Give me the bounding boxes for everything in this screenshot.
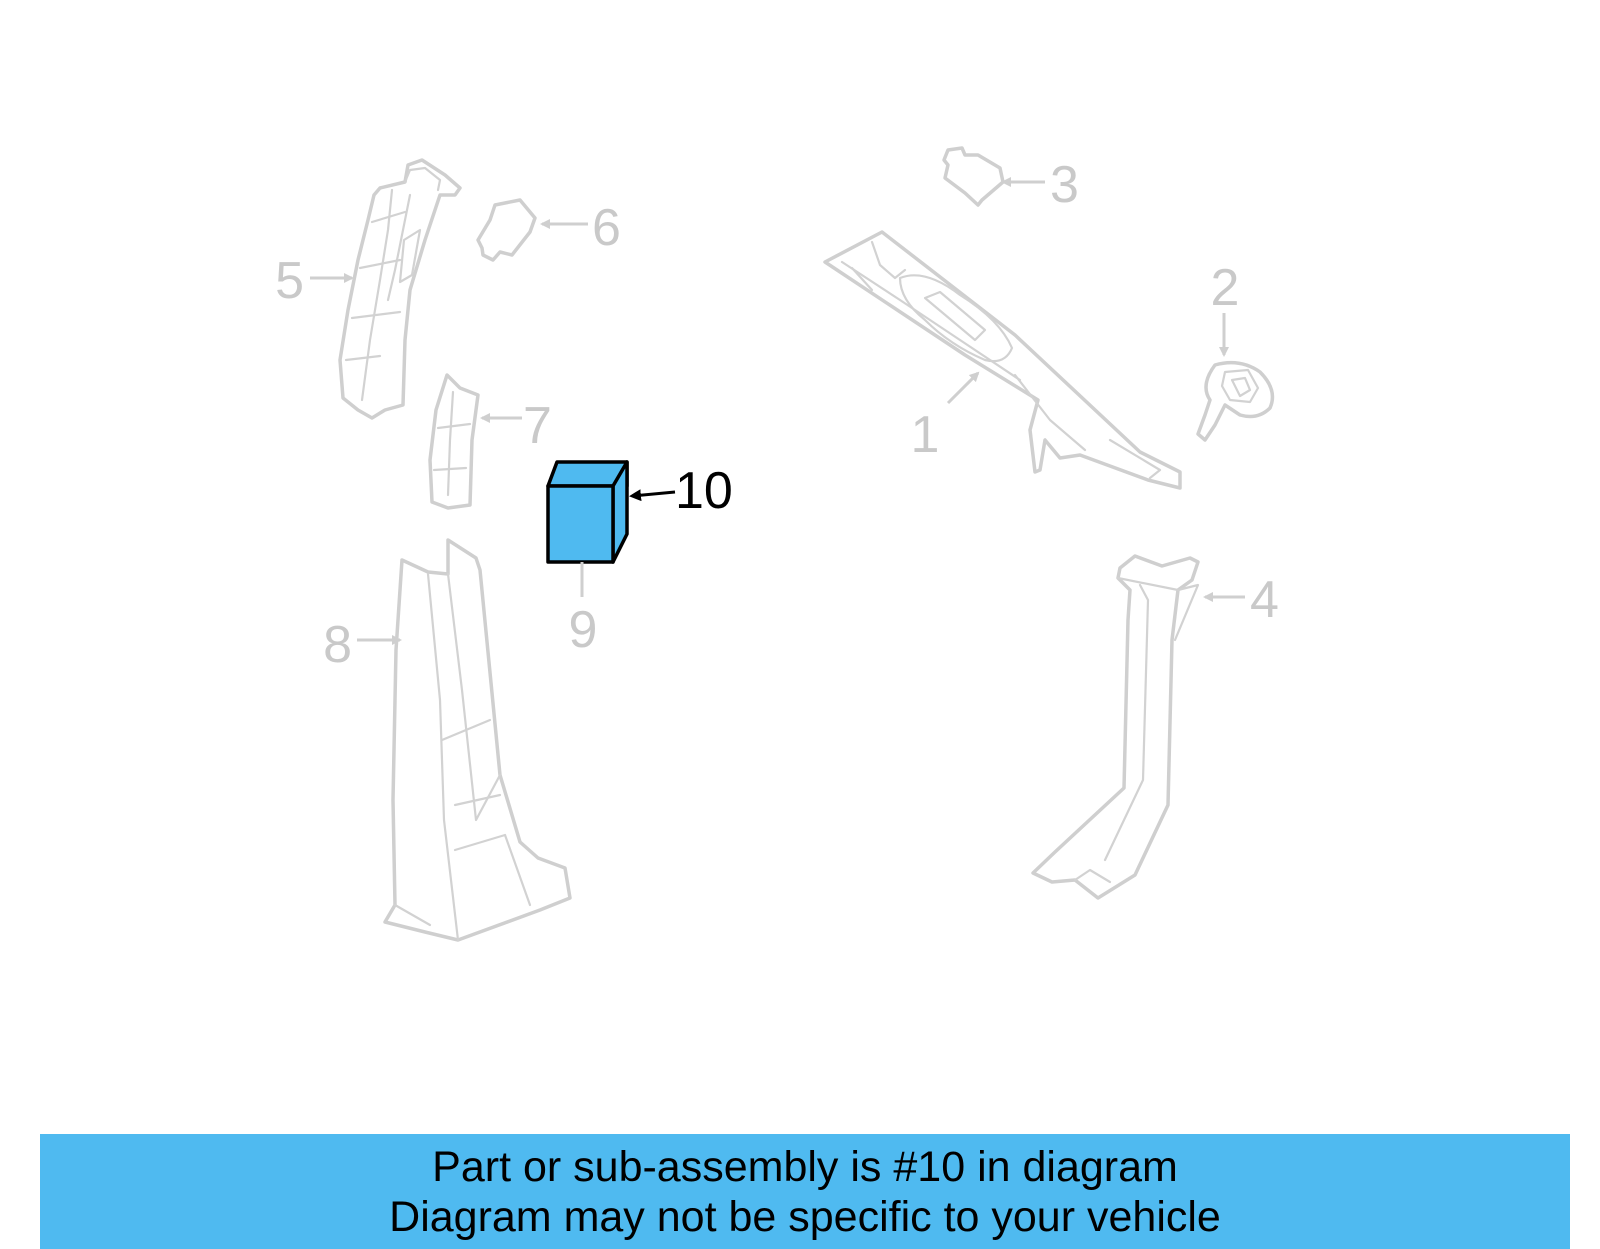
part-5-pillar-trim	[338, 158, 462, 420]
callout-2: 2	[1211, 259, 1240, 317]
part-3-clip	[942, 146, 1005, 207]
callout-6: 6	[592, 199, 621, 257]
callout-5: 5	[275, 252, 304, 310]
banner-line-2: Diagram may not be specific to your vehi…	[389, 1193, 1221, 1241]
callout-8: 8	[323, 616, 352, 674]
callout-9: 9	[569, 601, 598, 659]
part-2-clip	[1196, 360, 1275, 442]
leader-10	[629, 489, 676, 502]
part-10-highlighted-block[interactable]	[546, 460, 629, 564]
callout-7: 7	[523, 397, 552, 455]
info-banner: Part or sub-assembly is #10 in diagram D…	[40, 1134, 1570, 1249]
part-4-rear-pillar-trim	[1031, 554, 1200, 900]
part-1-quarter-trim	[823, 230, 1182, 490]
callout-10: 10	[675, 462, 733, 520]
banner-line-1: Part or sub-assembly is #10 in diagram	[432, 1143, 1178, 1191]
part-8-lower-pillar-trim	[383, 538, 572, 942]
callout-3: 3	[1050, 156, 1079, 214]
callout-labels: 1 2 3 4 5 6 7 8 9 10	[275, 156, 1279, 674]
part-7-trim-piece	[428, 373, 480, 510]
part-6-clip	[476, 198, 537, 262]
leader-1	[946, 371, 980, 405]
callout-4: 4	[1250, 571, 1279, 629]
callout-leaders	[310, 177, 1245, 645]
part-10-front-face	[546, 484, 615, 564]
callout-1: 1	[911, 406, 940, 464]
